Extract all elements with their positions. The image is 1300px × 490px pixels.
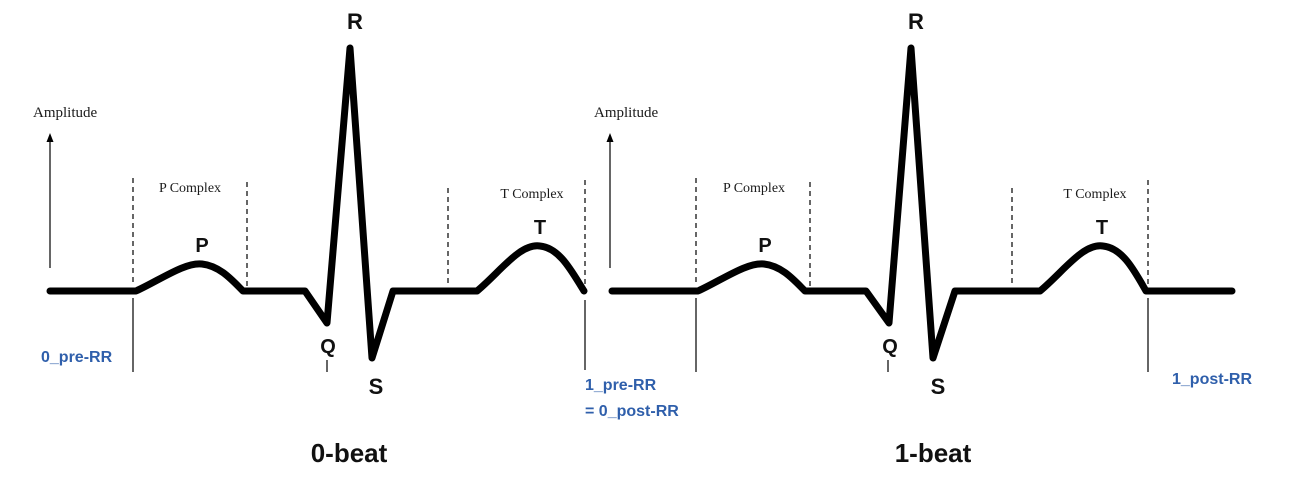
peak-label-q: Q <box>320 336 336 358</box>
amplitude-label: Amplitude <box>594 105 659 121</box>
peak-label-r: R <box>347 9 363 34</box>
peak-label-r: R <box>908 9 924 34</box>
rr-label-shared-line2: = 0_post-RR <box>585 403 679 420</box>
peak-label-p: P <box>195 235 208 257</box>
peak-label-s: S <box>369 374 384 399</box>
rr-label-1-post: 1_post-RR <box>1172 371 1252 388</box>
p-complex-label: P Complex <box>723 181 785 196</box>
peak-label-s: S <box>931 374 946 399</box>
beat-caption-1: 1-beat <box>895 438 972 468</box>
peak-label-p: P <box>758 235 771 257</box>
beat-caption-0: 0-beat <box>311 438 388 468</box>
peak-label-q: Q <box>882 336 898 358</box>
rr-label-0-pre: 0_pre-RR <box>41 349 113 366</box>
rr-label-shared-line1: 1_pre-RR <box>585 377 657 394</box>
amplitude-arrow-icon <box>46 133 54 142</box>
t-complex-label: T Complex <box>500 187 563 202</box>
t-complex-label: T Complex <box>1063 187 1126 202</box>
ecg-waveform <box>46 44 588 362</box>
p-complex-label: P Complex <box>159 181 221 196</box>
peak-label-t: T <box>1096 217 1108 239</box>
amplitude-label: Amplitude <box>33 105 98 121</box>
beat-1: Amplitude P Complex T Complex P R Q S T … <box>594 9 1252 468</box>
amplitude-arrow-icon <box>606 133 614 142</box>
ecg-waveform <box>608 44 1236 362</box>
peak-label-t: T <box>534 217 546 239</box>
beat-0: Amplitude P Complex T Complex P R Q S T … <box>33 9 588 468</box>
